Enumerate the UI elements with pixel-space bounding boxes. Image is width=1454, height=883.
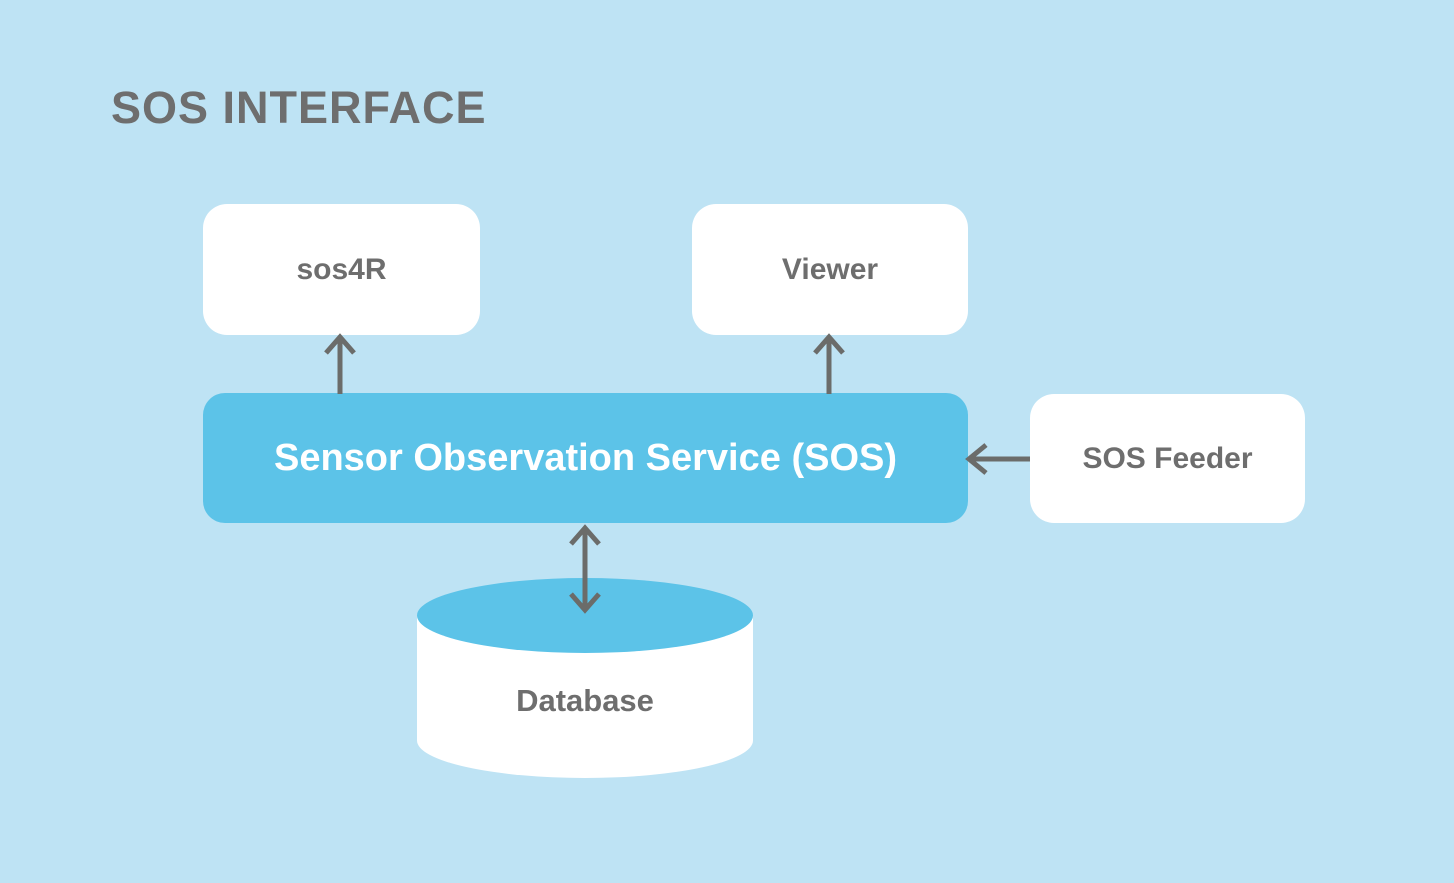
arrow-sos-to-viewer-icon [809,333,849,395]
node-viewer: Viewer [692,204,968,335]
arrow-sos-database-bidirectional-icon [565,523,605,615]
node-sos4r: sos4R [203,204,480,335]
arrow-feeder-to-sos-icon [964,440,1034,478]
arrow-sos-to-sos4r-icon [320,333,360,395]
node-viewer-label: Viewer [781,252,879,286]
node-sos-label: Sensor Observation Service (SOS) [273,436,897,479]
node-sos-feeder: SOS Feeder [1030,394,1305,523]
node-sensor-observation-service: Sensor Observation Service (SOS) [203,393,968,523]
diagram-title: SOS INTERFACE [111,82,487,133]
node-database-label: Database [516,683,654,718]
node-sos4r-label: sos4R [296,252,387,286]
database-cylinder-icon [417,578,753,778]
node-database: Database [417,578,753,778]
node-sos-feeder-label: SOS Feeder [1082,441,1253,475]
